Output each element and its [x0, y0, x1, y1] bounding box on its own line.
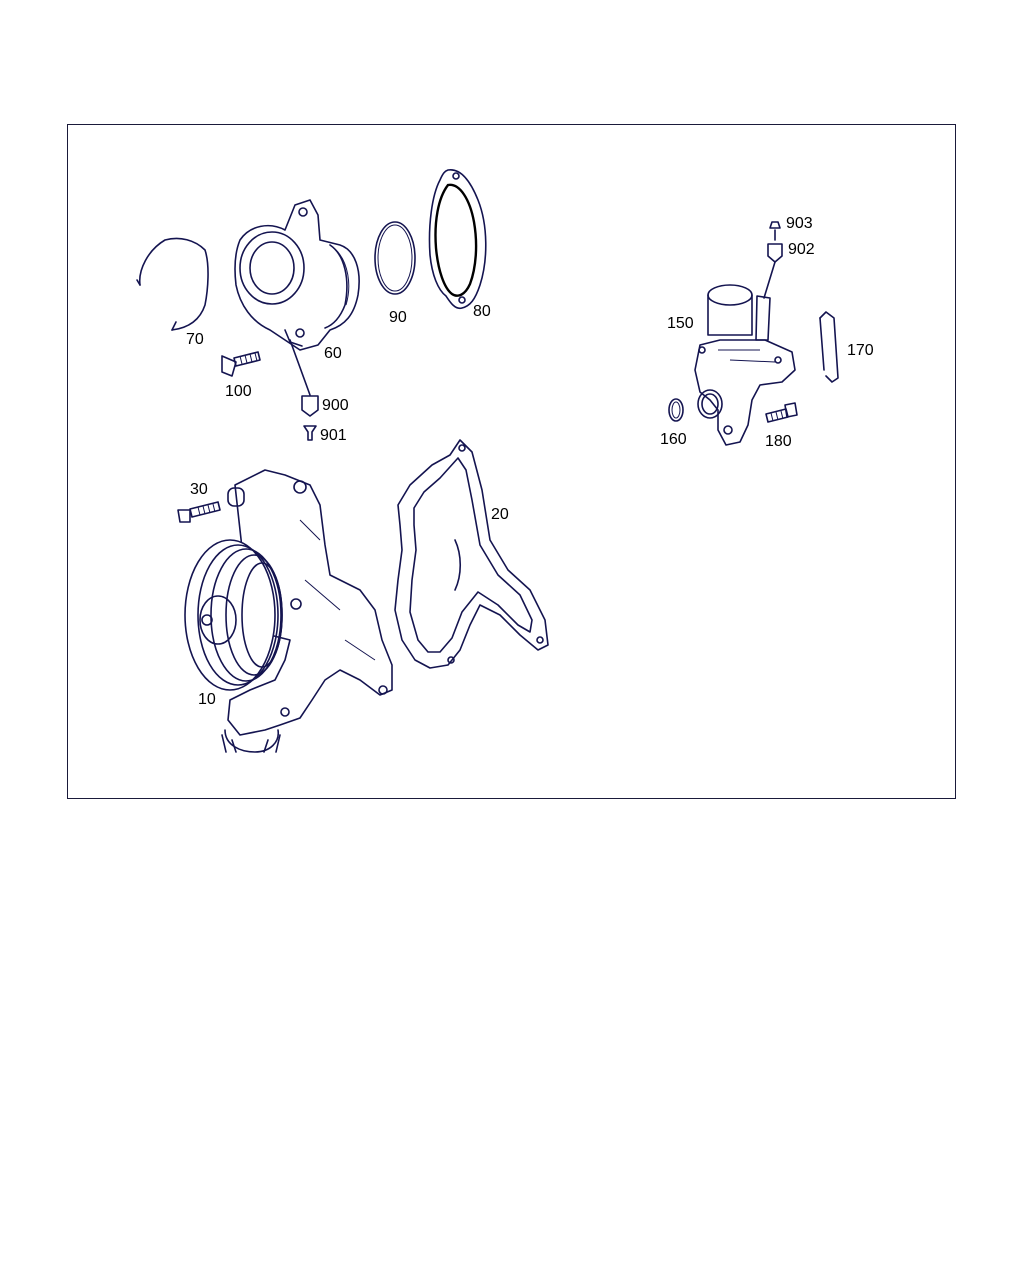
part-60-housing — [234, 199, 360, 351]
label-900: 900 — [322, 397, 349, 414]
part-100-bolt — [221, 351, 261, 377]
label-170: 170 — [847, 342, 874, 359]
label-180: 180 — [765, 433, 792, 450]
label-100: 100 — [225, 383, 252, 400]
part-170-clip — [819, 311, 839, 383]
diagram-frame — [67, 124, 956, 799]
label-80: 80 — [473, 303, 491, 320]
label-902: 902 — [788, 241, 815, 258]
part-90-o-ring — [374, 221, 416, 295]
label-160: 160 — [660, 431, 687, 448]
label-903: 903 — [786, 215, 813, 232]
part-150-actuator — [694, 284, 796, 446]
label-90: 90 — [389, 309, 407, 326]
label-150: 150 — [667, 315, 694, 332]
part-20-gasket — [394, 439, 549, 669]
part-80-gasket — [428, 169, 487, 310]
part-180-bolt — [765, 402, 798, 423]
part-30-bolt — [177, 501, 221, 523]
part-902-903-connector — [763, 221, 783, 299]
label-60: 60 — [324, 345, 342, 362]
part-70-clip — [136, 237, 209, 331]
label-20: 20 — [491, 506, 509, 523]
label-10: 10 — [198, 691, 216, 708]
part-160-o-ring — [668, 398, 684, 422]
label-30: 30 — [190, 481, 208, 498]
part-10-water-pump — [184, 469, 393, 753]
part-900-901-sensor — [289, 339, 319, 441]
label-901: 901 — [320, 427, 347, 444]
label-70: 70 — [186, 331, 204, 348]
